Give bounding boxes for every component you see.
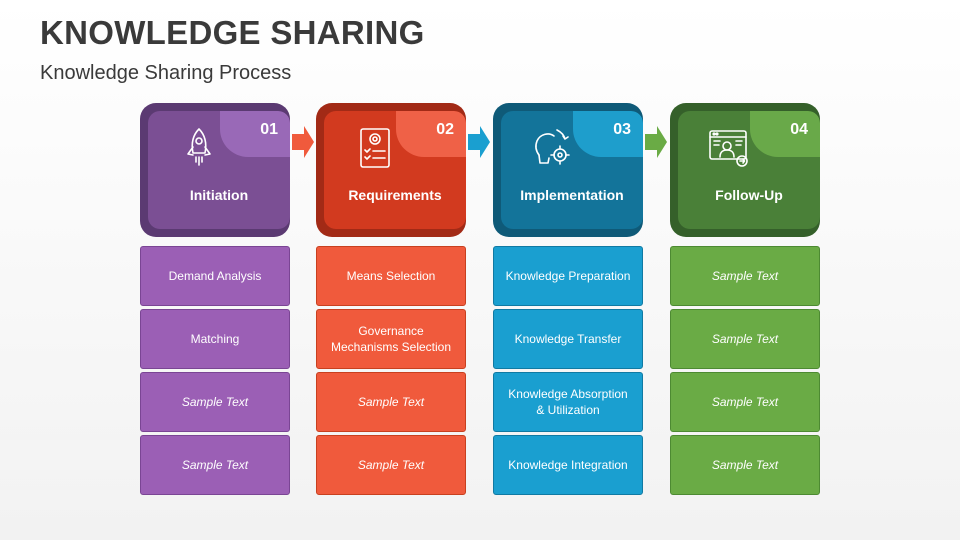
- stage-label: Follow-Up: [715, 187, 783, 203]
- stage-number: 01: [260, 121, 278, 138]
- stage-item-box: Governance Mechanisms Selection: [316, 309, 466, 369]
- stage-label: Implementation: [520, 187, 624, 203]
- stage-item-box: Sample Text: [316, 372, 466, 432]
- stage-item-box: Sample Text: [316, 435, 466, 495]
- stage-item-box: Sample Text: [670, 246, 820, 306]
- stage-item-box: Matching: [140, 309, 290, 369]
- stage-number: 04: [790, 121, 808, 138]
- stage-label: Initiation: [189, 187, 249, 203]
- card-number-tab: [573, 111, 643, 157]
- page-subtitle: Knowledge Sharing Process: [40, 62, 292, 84]
- stage-item-box: Means Selection: [316, 246, 466, 306]
- card-number-tab: [220, 111, 290, 157]
- stage-item-box: Sample Text: [670, 309, 820, 369]
- stage-item-box: Sample Text: [140, 372, 290, 432]
- card-number-tab: [396, 111, 466, 157]
- rocket-icon: [176, 125, 222, 171]
- stage-item-box: Demand Analysis: [140, 246, 290, 306]
- monitor-user-icon: [706, 125, 752, 171]
- arrow-right-icon: [643, 122, 669, 162]
- stage-item-box: Knowledge Integration: [493, 435, 643, 495]
- checklist-gear-icon: [352, 125, 398, 171]
- stage-item-box: Sample Text: [670, 435, 820, 495]
- arrow-right-icon: [466, 122, 492, 162]
- stage-number: 03: [613, 121, 631, 138]
- stage-item-box: Sample Text: [670, 372, 820, 432]
- stage-item-box: Knowledge Absorption & Utilization: [493, 372, 643, 432]
- stage-number: 02: [436, 121, 454, 138]
- stage-label: Requirements: [348, 187, 442, 203]
- page-title: KNOWLEDGE SHARING: [40, 14, 425, 51]
- stage-item-box: Sample Text: [140, 435, 290, 495]
- card-number-tab: [750, 111, 820, 157]
- head-gear-icon: [529, 125, 575, 171]
- stage-item-box: Knowledge Preparation: [493, 246, 643, 306]
- stage-item-box: Knowledge Transfer: [493, 309, 643, 369]
- arrow-right-icon: [290, 122, 316, 162]
